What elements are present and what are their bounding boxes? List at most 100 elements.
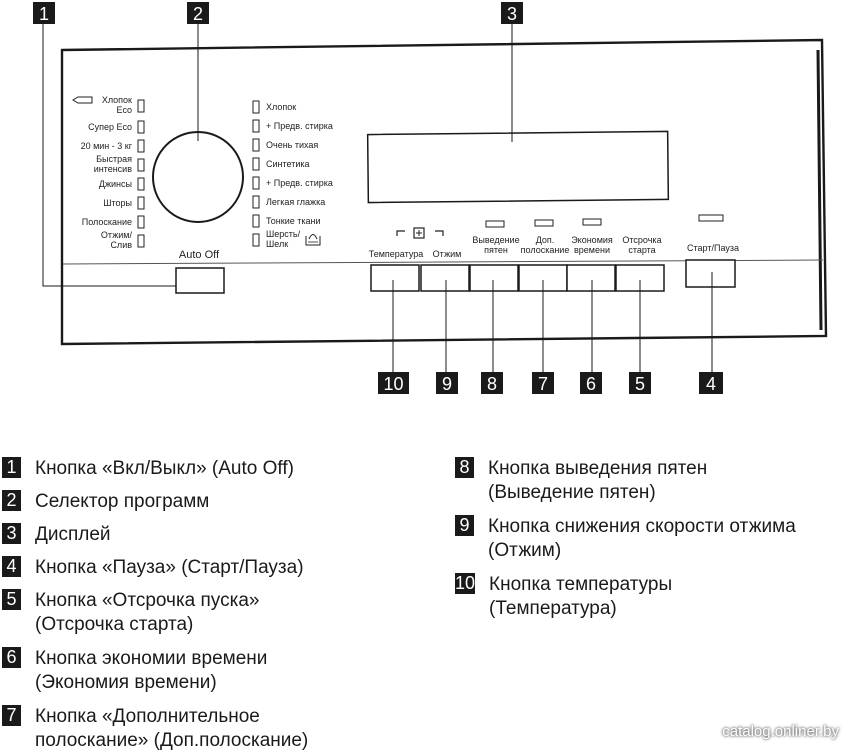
option-button-label: Температура — [369, 249, 424, 259]
legend-text: Кнопка «Вкл/Выкл» (Auto Off) — [35, 458, 294, 479]
right-program-label: Легкая глажка — [266, 197, 325, 207]
callout-bottom: 9 — [436, 372, 458, 394]
right-program-label: + Предв. стирка — [266, 178, 333, 188]
leader-lines-top — [42, 22, 513, 287]
callout-number: 6 — [586, 374, 596, 394]
right-program-led — [252, 119, 260, 133]
callout-number: 10 — [383, 374, 403, 394]
right-program-label: Шерсть/Шелк — [266, 229, 301, 249]
legend-item: 5 Кнопка «Отсрочка пуска» (Отсрочка старт… — [2, 589, 259, 637]
program-selector-knob[interactable] — [152, 131, 244, 223]
legend-number: 6 — [2, 647, 21, 668]
legend-number: 9 — [455, 515, 474, 536]
left-program-label: Шторы — [103, 198, 132, 208]
legend-number: 1 — [2, 457, 21, 478]
callouts-top: 1 2 3 — [33, 2, 523, 24]
right-program-led — [252, 195, 260, 209]
callouts-bottom: 10 9 8 7 6 5 4 — [378, 372, 723, 394]
option-buttons — [370, 264, 665, 292]
right-program-label: Тонкие ткани — [266, 216, 321, 226]
leader-lines-bottom — [392, 272, 713, 372]
left-program-led — [137, 99, 145, 113]
option-button[interactable] — [566, 264, 616, 292]
legend-text: Селектор программ — [35, 491, 210, 512]
callout-bottom: 10 — [378, 372, 409, 394]
start-pause-button[interactable] — [685, 259, 736, 288]
eco-tag-icon — [72, 96, 93, 104]
legend-text: Кнопка выведения пятен (Выведение пятен) — [488, 458, 708, 503]
legend-number: 5 — [2, 589, 21, 610]
right-program-led — [252, 100, 260, 114]
left-program-led — [137, 196, 145, 210]
legend-text: Кнопка «Отсрочка пуска» (Отсрочка старта… — [35, 590, 260, 635]
legend-text: Кнопка «Дополнительное полоскание» (Доп.… — [35, 706, 309, 751]
right-program-label: Очень тихая — [266, 140, 318, 150]
callout-bottom: 5 — [629, 372, 651, 394]
legend-number: 8 — [455, 457, 474, 478]
callout-number: 5 — [635, 374, 645, 394]
right-program-label: Синтетика — [266, 159, 310, 169]
time-save-led — [582, 218, 602, 226]
callout-top: 1 — [33, 2, 55, 24]
auto-off-button[interactable] — [175, 267, 225, 294]
callout-bottom: 4 — [699, 372, 723, 394]
left-program-led — [137, 234, 145, 248]
legend-item: 6 Кнопка экономии времени (Экономия време… — [2, 647, 267, 695]
option-button[interactable] — [469, 264, 519, 292]
left-program-label: Супер Eco — [88, 122, 132, 132]
callout-bottom: 6 — [580, 372, 602, 394]
callout-number: 9 — [442, 374, 452, 394]
legend-number: 10 — [455, 573, 476, 594]
legend-text: Кнопка экономии времени (Экономия времен… — [35, 648, 268, 693]
callout-number: 2 — [193, 4, 203, 24]
callout-number: 1 — [39, 4, 49, 24]
right-program-led — [252, 214, 260, 228]
callout-bottom: 7 — [532, 372, 554, 394]
callout-number: 3 — [507, 4, 517, 24]
right-program-label: + Предв. стирка — [266, 121, 333, 131]
legend-number: 2 — [2, 490, 21, 511]
legend-item: 8 Кнопка выведения пятен (Выведение пятен… — [455, 457, 707, 505]
legend-number: 3 — [2, 523, 21, 544]
left-program-label: Полоскание — [82, 217, 132, 227]
callout-top: 2 — [187, 2, 209, 24]
callout-bottom: 8 — [481, 372, 503, 394]
legend-number: 4 — [2, 556, 21, 577]
left-program-led — [137, 215, 145, 229]
legend-text: Кнопка температуры (Температура) — [489, 574, 673, 619]
left-program-led — [137, 177, 145, 191]
legend-item: 1 Кнопка «Вкл/Выкл» (Auto Off) — [2, 457, 294, 481]
watermark: catalog.onliner.by — [722, 723, 839, 740]
option-button-label: Доп.полоскание — [521, 235, 570, 255]
legend-item: 2 Селектор программ — [2, 490, 209, 514]
option-button[interactable] — [370, 264, 420, 292]
right-program-led — [252, 138, 260, 152]
option-button[interactable] — [420, 264, 470, 292]
handwash-icon — [305, 234, 321, 246]
start-pause-led — [698, 214, 724, 222]
left-program-led — [137, 139, 145, 153]
callout-top: 3 — [501, 2, 523, 24]
right-program-led — [252, 233, 260, 247]
right-program-led — [252, 176, 260, 190]
callout-number: 8 — [487, 374, 497, 394]
temperature-icon — [396, 227, 444, 239]
left-program-led — [137, 158, 145, 172]
legend-text: Кнопка «Пауза» (Старт/Пауза) — [35, 557, 304, 578]
legend-item: 4 Кнопка «Пауза» (Старт/Пауза) — [2, 556, 304, 580]
stain-led — [485, 220, 505, 228]
left-program-label: 20 мин - 3 кг — [81, 141, 133, 151]
callout-number: 7 — [538, 374, 548, 394]
legend-item: 10 Кнопка температуры (Температура) — [455, 573, 672, 621]
